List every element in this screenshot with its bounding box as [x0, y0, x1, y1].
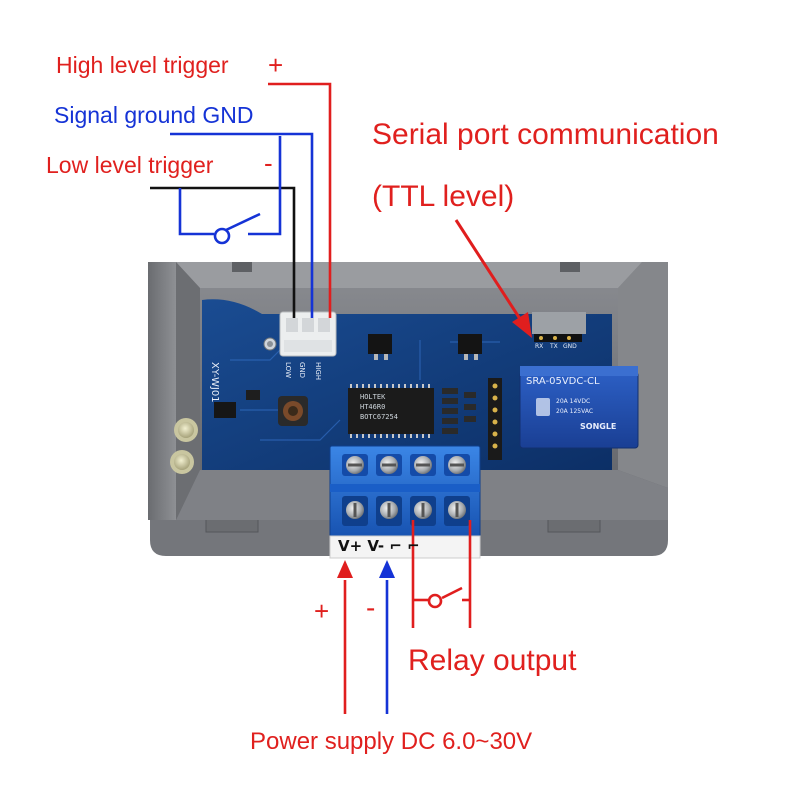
pin-header	[488, 378, 502, 460]
relay-rating-2: 20A 125VAC	[556, 408, 594, 415]
relay-model-label: SRA-05VDC-CL	[526, 376, 600, 387]
serial-arrow	[454, 219, 532, 338]
signal-wires	[150, 82, 332, 318]
mcu-label-3: BOTC67254	[360, 413, 398, 421]
relay-brand: SONGLE	[580, 422, 617, 431]
wire-high-trigger	[268, 82, 332, 318]
switch-loop-wire	[248, 136, 282, 236]
arrow-up-plus	[337, 560, 353, 578]
minus-label: -	[366, 592, 376, 623]
mcu-label-1: HOLTEK	[360, 393, 386, 401]
switch-contact	[213, 227, 231, 245]
pin-label-high: HIGH	[314, 362, 322, 381]
ttl-level-label: (TTL level)	[372, 180, 515, 213]
arrow-up-minus	[379, 560, 395, 578]
signal-connector	[279, 311, 337, 357]
pin-label-low: LOW	[284, 362, 292, 379]
pin-label-gnd: GND	[298, 362, 306, 379]
low-trigger-label: Low level trigger	[46, 152, 214, 178]
inductor	[278, 396, 308, 426]
mcu-label-2: HT46R0	[360, 403, 386, 411]
low-trigger-sign: -	[264, 148, 273, 178]
wire-low-trigger	[150, 186, 296, 318]
capacitor	[170, 418, 198, 474]
relay-rating-1: 20A 14VDC	[556, 398, 591, 405]
serial-pin-gnd: GND	[563, 343, 577, 350]
relay-switch-contact	[427, 593, 443, 609]
serial-pin-rx: RX	[535, 343, 544, 350]
signal-gnd-label: Signal ground GND	[54, 102, 254, 128]
power-relay-wires	[343, 520, 472, 714]
relay-output-label: Relay output	[408, 644, 577, 677]
high-trigger-sign: +	[268, 50, 284, 80]
serial-port-header	[532, 312, 586, 342]
terminal-label-plate: V+ V- ⌐ ⌐	[338, 537, 420, 555]
plus-label: +	[314, 596, 330, 626]
terminal-block	[329, 445, 481, 559]
board-model-label: XY-WJ01	[209, 362, 220, 403]
serial-port-label: Serial port communication	[372, 118, 719, 151]
relay	[519, 366, 639, 449]
power-supply-label: Power supply DC 6.0~30V	[250, 728, 533, 755]
wire-signal-gnd	[170, 132, 314, 318]
high-trigger-label: High level trigger	[56, 52, 229, 78]
transistor	[368, 334, 482, 360]
serial-pin-tx: TX	[550, 343, 558, 350]
mcu-chip	[348, 384, 434, 438]
